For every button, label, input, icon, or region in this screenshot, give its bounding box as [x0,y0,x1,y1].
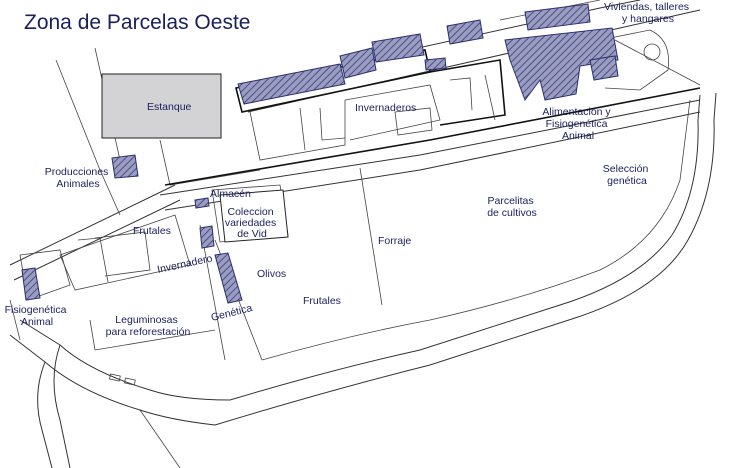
label-frutales-centro: Frutales [303,295,341,307]
label-genetica: Genética [210,302,254,324]
label-forraje: Forraje [378,235,411,247]
label-leguminosas: Leguminosas para reforestación [106,314,191,338]
pond [101,73,222,139]
label-olivos: Olivos [257,268,286,280]
label-invernaderos: Invernaderos [355,102,416,114]
label-frutales-oeste: Frutales [133,225,171,237]
label-seleccion: Selección genética [603,163,651,187]
label-invernadero: Invernadero [156,253,213,276]
buildings [21,3,619,304]
label-almacen: Almacén [210,188,251,200]
coleccion-vid-building [219,189,289,243]
label-producciones: Producciones Animales [45,166,112,190]
label-parcelitas: Parcelitas de cultivos [487,195,537,219]
label-estanque: Estanque [147,101,192,113]
label-alimentacion: Alimentación y Fisiogenética Animal [542,106,613,142]
label-coleccion: Coleccion variedades de Vid [225,206,279,240]
map-title: Zona de Parcelas Oeste [24,11,250,34]
label-viviendas: Viviendas, talleres y hangares [604,1,692,25]
label-fisiogenetica: Fisiogenética Animal [5,304,70,328]
